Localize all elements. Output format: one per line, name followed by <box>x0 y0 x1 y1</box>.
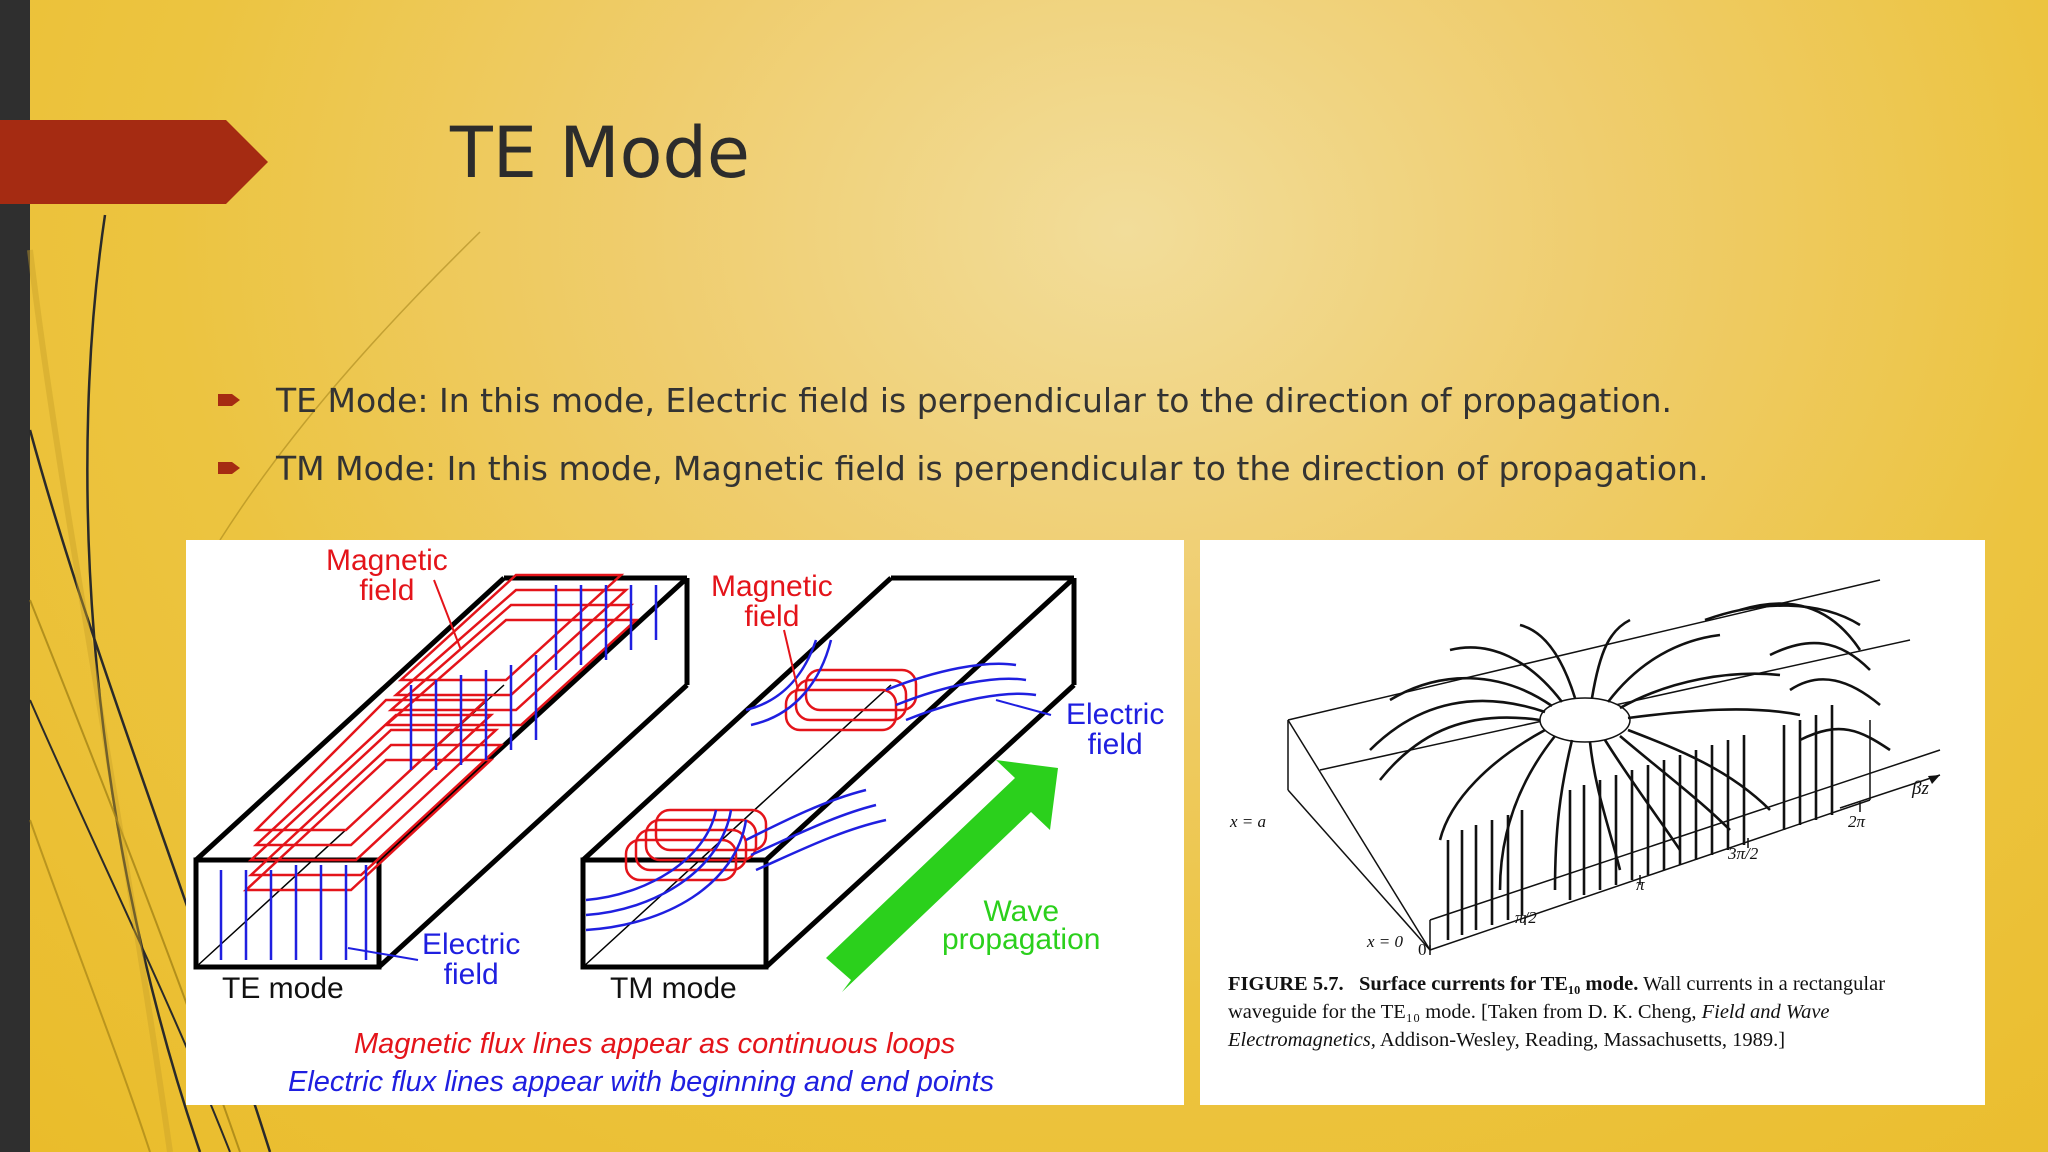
tm-electric-label-line2: field <box>1087 728 1143 761</box>
axis-ticks <box>1429 802 1861 955</box>
electric-leaders <box>347 699 1052 961</box>
magnetic-caption: Magnetic flux lines appear as continuous… <box>354 1028 956 1060</box>
arrow-bullet-icon <box>218 394 240 406</box>
te-magnetic-loops <box>242 573 640 892</box>
arrow-bullet-icon <box>218 462 240 474</box>
te-magnetic-label-line2: field <box>359 574 415 607</box>
caption-body-1: Wall currents in a rectangular waveguide… <box>1228 973 1886 1023</box>
title-accent-arrow <box>0 120 268 204</box>
x-equals-a-label: x = a <box>1230 812 1267 831</box>
beta-z-axis-line <box>1839 774 1941 809</box>
bullet-list: TE Mode: In this mode, Electric field is… <box>218 366 1709 502</box>
tm-magnetic-label-line1: Magnetic <box>711 570 833 603</box>
tm-magnetic-label: Magnetic field <box>711 572 833 632</box>
te-electric-label-line1: Electric <box>422 928 521 961</box>
tm-electric-label: Electric field <box>1066 700 1164 760</box>
waveguide-drawing <box>193 573 1077 992</box>
te-electric-label: Electric field <box>422 930 520 990</box>
te-magnetic-label-line1: Magnetic <box>326 544 448 577</box>
wave-propagation-label: Wave propagation <box>942 895 1101 956</box>
beta-z-label: βz <box>1912 778 1929 799</box>
surface-currents-caption: FIGURE 5.7. Surface currents for TE₁₀ mo… <box>1228 970 1968 1054</box>
caption-figure-number: FIGURE 5.7. <box>1228 973 1344 995</box>
x-equals-0-label: x = 0 <box>1367 932 1404 951</box>
te-electric-label-line2: field <box>443 958 499 991</box>
bullet-text-te: TE Mode: In this mode, Electric field is… <box>276 380 1673 420</box>
tm-electric-label-line1: Electric <box>1066 698 1165 731</box>
tick-label-0: 0 <box>1418 940 1427 959</box>
tick-label-2pi: 2π <box>1848 812 1866 831</box>
wave-propagation-arrow <box>826 760 1058 992</box>
caption-bold-title: Surface currents for TE₁₀ mode. <box>1358 973 1639 995</box>
magnetic-leaders <box>433 579 799 691</box>
bullet-text-tm: TM Mode: In this mode, Magnetic field is… <box>276 448 1709 488</box>
bullet-item-tm: TM Mode: In this mode, Magnetic field is… <box>218 434 1709 502</box>
te-electric-lines <box>219 585 658 960</box>
wave-label-line2: propagation <box>942 923 1101 956</box>
tm-electric-lines <box>585 639 1037 932</box>
surface-current-lines <box>1369 602 1891 891</box>
caption-body-2: Addison-Wesley, Reading, Massachusetts, … <box>1379 1029 1786 1051</box>
tm-magnetic-label-line2: field <box>744 600 800 633</box>
te-tm-waveguide-figure: Magnetic field Magnetic field Electric f… <box>186 540 1184 1105</box>
surface-currents-figure: βz x = a x = 0 0 π/2 π 3π/2 2π FIGURE 5.… <box>1200 540 1985 1105</box>
surface-currents-drawing <box>1287 579 1941 955</box>
wall-current-lines <box>1446 705 1834 940</box>
beta-z-axis-arrowhead <box>1928 775 1940 784</box>
tick-label-pi-half: π/2 <box>1515 908 1537 927</box>
electric-caption: Electric flux lines appear with beginnin… <box>288 1066 995 1098</box>
te-mode-label: TE mode <box>222 972 344 1005</box>
tick-label-pi: π <box>1636 875 1645 894</box>
te-magnetic-label: Magnetic field <box>326 546 448 606</box>
bullet-item-te: TE Mode: In this mode, Electric field is… <box>218 366 1709 434</box>
te-waveguide-box <box>193 575 690 970</box>
wave-label-line1: Wave <box>983 895 1060 928</box>
caption-book-title: Field and Wave Electromagnetics, <box>1228 1001 1830 1051</box>
current-source-ellipse <box>1539 697 1631 743</box>
slide-title: TE Mode <box>450 112 750 194</box>
tick-label-3pi-half: 3π/2 <box>1728 844 1759 863</box>
guide-outline <box>1287 579 1941 951</box>
tm-mode-label: TM mode <box>610 972 737 1005</box>
tm-hidden-edge <box>582 684 892 968</box>
